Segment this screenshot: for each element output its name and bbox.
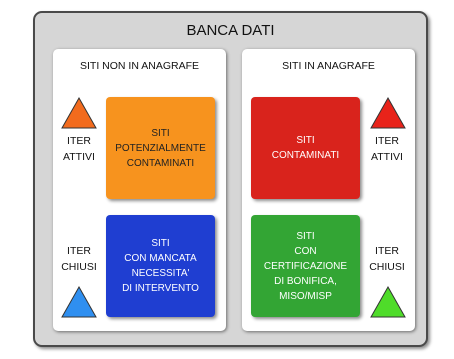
box-siti-certificazione-bonifica: SITI CON CERTIFICAZIONE DI BONIFICA, MIS… — [251, 215, 360, 317]
label-line: ITER — [67, 245, 91, 257]
label-iter-attivi-left: ITER ATTIVI — [58, 133, 100, 165]
label-line: ATTIVI — [63, 151, 95, 163]
box-line: CERTIFICAZIONE — [263, 260, 348, 272]
panel-title-right: SITI IN ANAGRAFE — [282, 60, 375, 72]
box-line: CON — [294, 245, 317, 257]
box-line: DI BONIFICA, — [274, 275, 337, 287]
box-siti-contaminati: SITI CONTAMINATI — [251, 97, 360, 199]
panel-title-left: SITI NON IN ANAGRAFE — [79, 60, 200, 72]
box-siti-mancata-necessita: SITI CON MANCATA NECESSITA' DI INTERVENT… — [106, 215, 215, 317]
box-line: CONTAMINATI — [126, 157, 195, 169]
box-siti-potenzialmente-contaminati: SITI POTENZIALMENTE CONTAMINATI — [106, 97, 215, 199]
box-line: SITI — [296, 135, 315, 146]
box-line: SITI — [151, 127, 170, 139]
box-line: SITI — [151, 238, 170, 249]
panel-siti-non-in-anagrafe: SITI NON IN ANAGRAFE ITER ATTIVI SITI PO… — [53, 49, 226, 331]
box-line: MISO/MISP — [279, 290, 332, 302]
box-line: DI INTERVENTO — [122, 283, 199, 294]
label-line: ITER — [375, 245, 399, 257]
triangle-icon-left-top — [61, 97, 97, 129]
banca-dati-frame: BANCA DATI SITI NON IN ANAGRAFE ITER ATT… — [33, 11, 428, 347]
label-iter-chiusi-left: ITER CHIUSI — [58, 243, 100, 275]
label-line: ITER — [375, 135, 399, 147]
label-iter-attivi-right: ITER ATTIVI — [366, 133, 408, 165]
triangle-icon-left-bottom — [61, 286, 97, 318]
label-line: CHIUSI — [61, 261, 97, 273]
panel-siti-in-anagrafe: SITI IN ANAGRAFE SITI CONTAMINATI ITER A… — [242, 49, 415, 331]
box-line: NECESSITA' — [131, 268, 190, 279]
diagram-title: BANCA DATI — [186, 22, 275, 39]
box-line: CONTAMINATI — [271, 150, 340, 161]
box-line: POTENZIALMENTE — [115, 142, 206, 154]
triangle-icon-right-bottom — [370, 286, 406, 318]
box-line: CON MANCATA — [124, 253, 197, 264]
label-line: ATTIVI — [371, 151, 403, 163]
triangle-icon-right-top — [370, 97, 406, 129]
box-line: SITI — [296, 230, 315, 242]
label-iter-chiusi-right: ITER CHIUSI — [366, 243, 408, 275]
label-line: ITER — [67, 135, 91, 147]
label-line: CHIUSI — [369, 261, 405, 273]
